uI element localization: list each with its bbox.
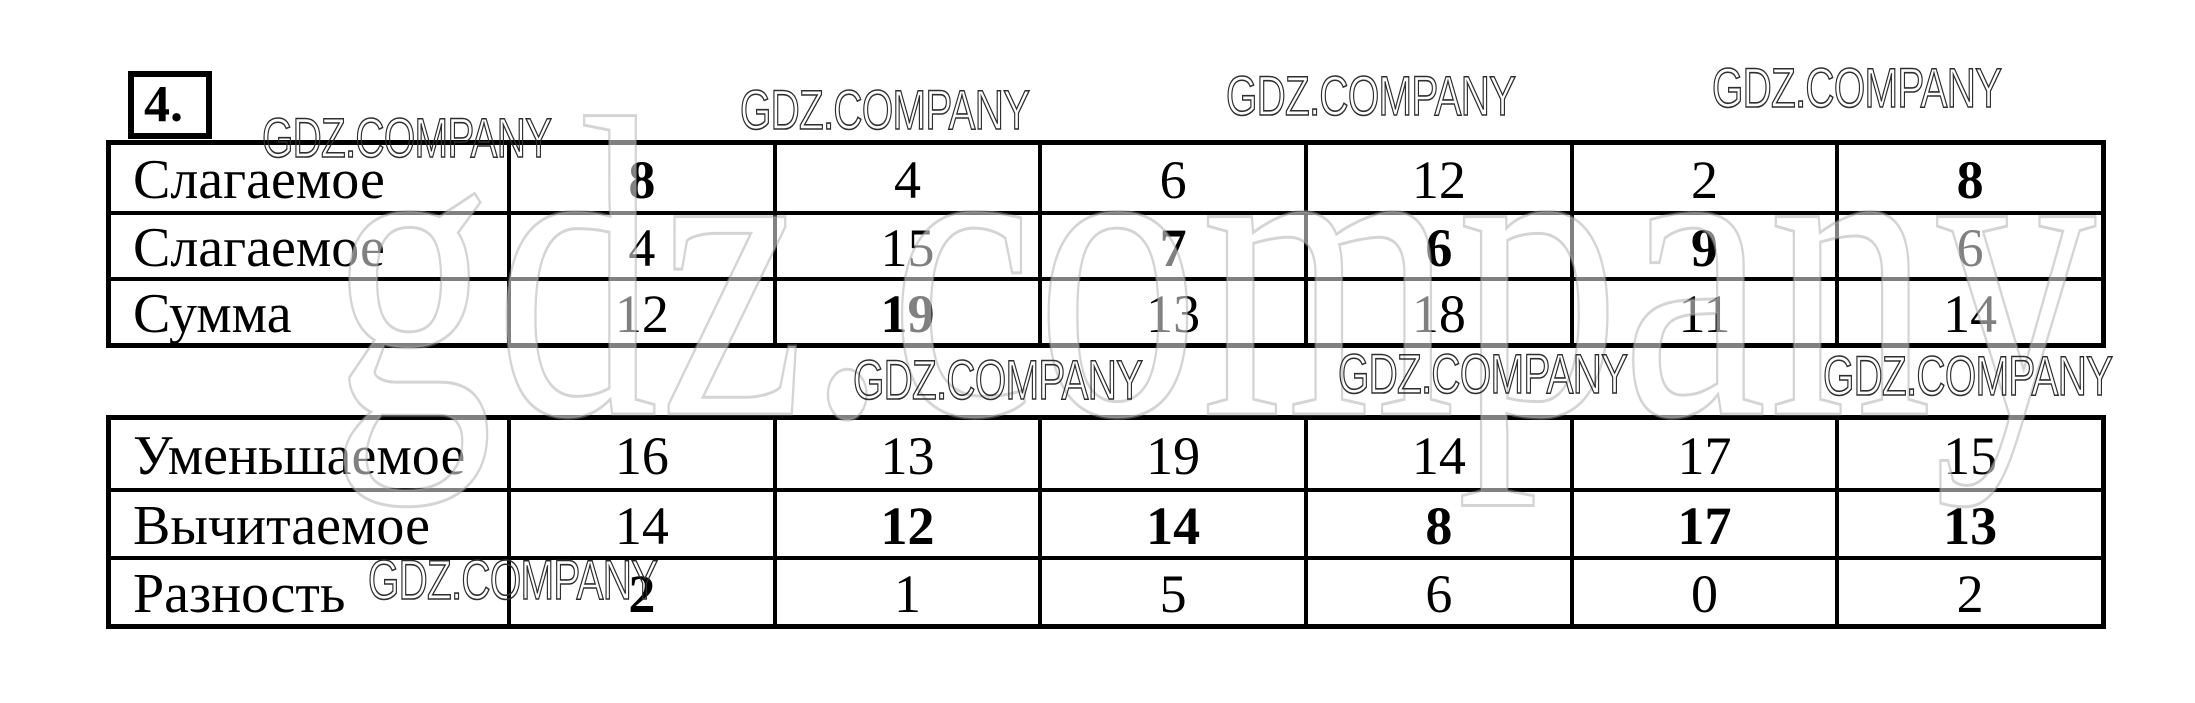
value-cell: 8 [1303, 488, 1570, 556]
value-cell: 15 [772, 211, 1039, 277]
gdz-watermark: GDZ.COMPANY [1225, 64, 1516, 127]
exercise-number: 4. [144, 76, 183, 133]
gdz-watermark: GDZ.COMPANY [852, 348, 1143, 411]
value-cell: 15 [1835, 420, 2101, 488]
row-label: Сумма [111, 277, 507, 343]
value-cell: 19 [772, 277, 1039, 343]
value-cell: 6 [1303, 211, 1570, 277]
value-cell: 14 [1303, 420, 1570, 488]
value-cell: 14 [1835, 277, 2101, 343]
value-cell: 13 [1038, 277, 1304, 343]
value-cell: 8 [507, 145, 773, 211]
value-cell: 2 [1835, 556, 2101, 624]
gdz-watermark: GDZ.COMPANY [739, 78, 1030, 141]
row-label: Слагаемое [133, 149, 385, 211]
value-cell: 4 [772, 145, 1039, 211]
value-cell: 6 [1835, 211, 2101, 277]
value-cell: 5 [1038, 556, 1304, 624]
exercise-number-box: 4. [128, 71, 212, 139]
gdz-watermark: GDZ.COMPANY [1822, 344, 2113, 407]
value-cell: 19 [1038, 420, 1304, 488]
value-cell: 17 [1569, 420, 1836, 488]
gdz-watermark: GDZ.COMPANY [1711, 56, 2002, 119]
value-cell: 8 [1835, 145, 2101, 211]
value-cell: 14 [1038, 488, 1304, 556]
value-cell: 6 [1303, 556, 1570, 624]
value-cell: 12 [1303, 145, 1570, 211]
gdz-watermark: GDZ.COMPANY [1337, 342, 1628, 405]
value-cell: 2 [1569, 145, 1836, 211]
value-cell: 13 [772, 420, 1039, 488]
value-cell: 12 [772, 488, 1039, 556]
row-label: Уменьшаемое [133, 425, 466, 487]
value-cell: 2 [507, 556, 773, 624]
value-cell: 12 [507, 277, 773, 343]
value-cell: 9 [1569, 211, 1836, 277]
value-cell: 1 [772, 556, 1039, 624]
value-cell: 4 [507, 211, 773, 277]
value-cell: 0 [1569, 556, 1836, 624]
row-label: Вычитаемое [111, 488, 507, 556]
value-cell: 17 [1569, 488, 1836, 556]
value-cell: 16 [507, 420, 773, 488]
row-label: Слагаемое [111, 211, 507, 277]
value-cell: 13 [1835, 488, 2101, 556]
value-cell: 6 [1038, 145, 1304, 211]
row-label: Разность [111, 556, 507, 624]
value-cell: 11 [1569, 277, 1836, 343]
value-cell: 18 [1303, 277, 1570, 343]
value-cell: 14 [507, 488, 773, 556]
value-cell: 7 [1038, 211, 1304, 277]
